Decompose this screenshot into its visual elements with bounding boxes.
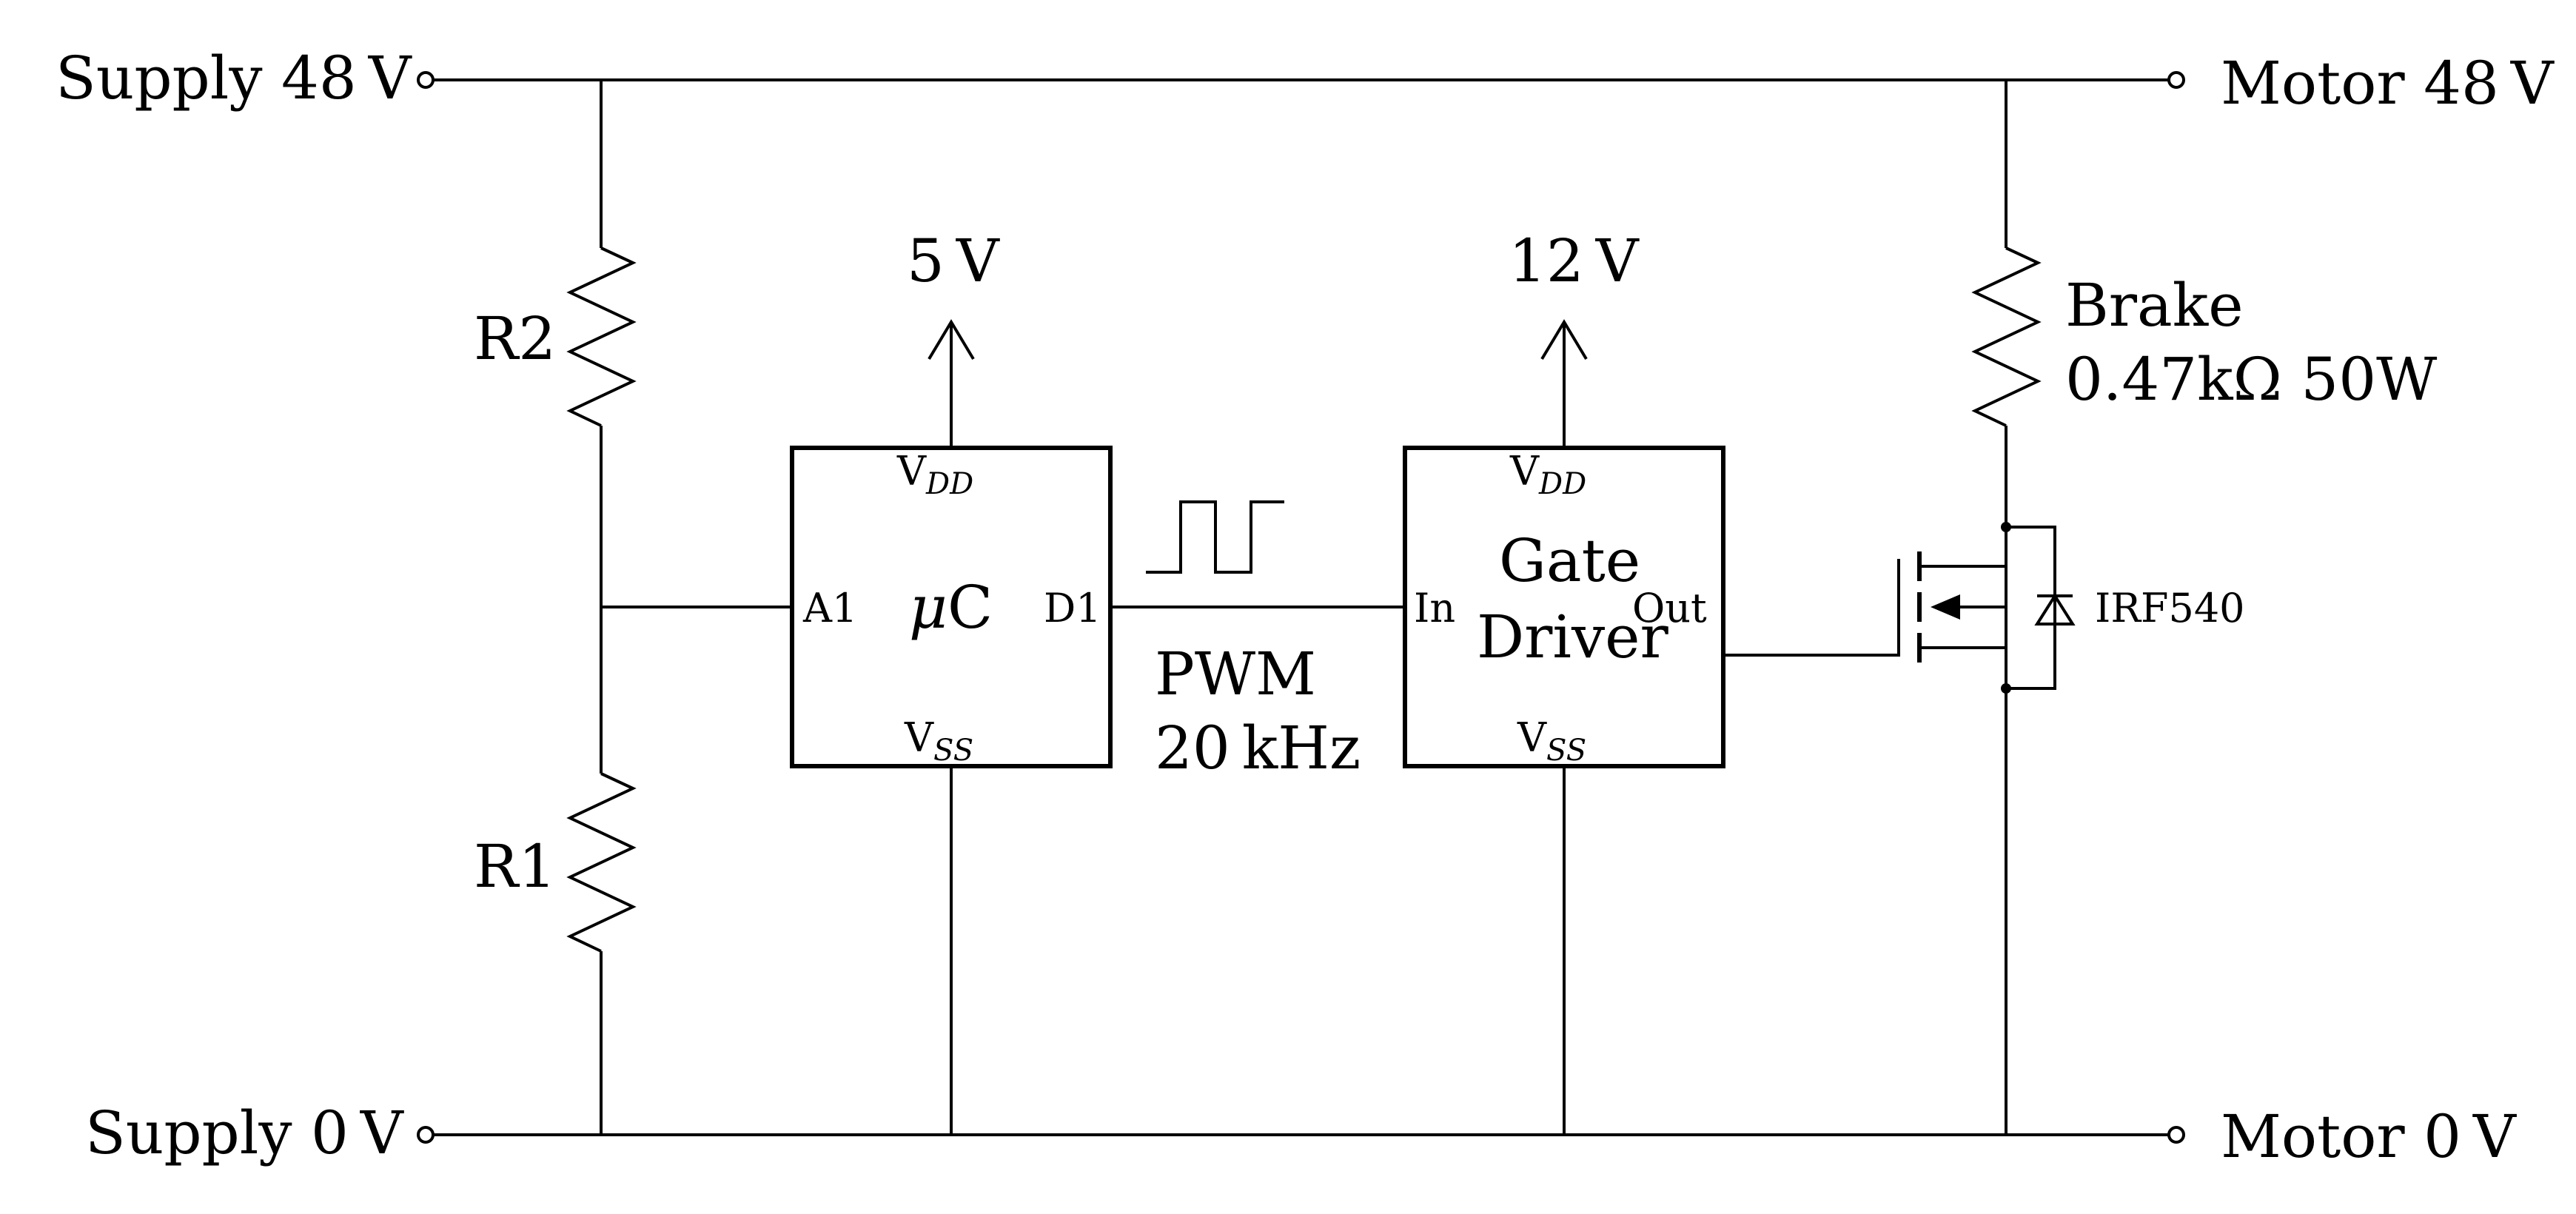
irf540-mosfet[interactable] xyxy=(1897,522,2076,1135)
voltage-divider xyxy=(566,80,792,1135)
5v-arrow-icon xyxy=(928,319,975,360)
mcu-a1-pin: A1 xyxy=(802,585,857,631)
r2-resistor[interactable] xyxy=(566,247,637,427)
5v-label: 5 V xyxy=(907,227,1000,295)
supply-48v-terminal[interactable] xyxy=(417,71,435,89)
driver-name-line1: Gate xyxy=(1499,526,1640,595)
brake-name-label: Brake xyxy=(2065,271,2244,340)
motor-48v-terminal[interactable] xyxy=(2167,71,2185,89)
motor-0v-terminal[interactable] xyxy=(2167,1126,2185,1144)
mcu-vdd-label: VDD xyxy=(896,448,973,501)
r2-label: R2 xyxy=(474,304,556,373)
supply-0v-label: Supply 0 V xyxy=(85,1099,404,1167)
mcu-vss-label: VSS xyxy=(904,714,973,768)
pwm-frequency-label: 20 kHz xyxy=(1155,714,1361,782)
driver-name-line2: Driver xyxy=(1477,603,1669,671)
brake-resistor[interactable] xyxy=(1971,247,2042,427)
mosfet-part-label: IRF540 xyxy=(2095,585,2245,631)
gate-wire xyxy=(1723,559,1900,657)
pwm-label: PWM xyxy=(1155,640,1316,708)
brake-value-label: 0.47kΩ 50W xyxy=(2065,345,2437,414)
driver-vss-label: VSS xyxy=(1517,714,1586,768)
r1-label: R1 xyxy=(474,832,556,901)
driver-vdd-label: VDD xyxy=(1509,448,1586,501)
motor-48v-label: Motor 48 V xyxy=(2221,49,2555,118)
supply-0v-terminal[interactable] xyxy=(417,1126,435,1144)
supply-48v-label: Supply 48 V xyxy=(56,44,412,113)
driver-out-pin: Out xyxy=(1632,585,1707,631)
motor-0v-label: Motor 0 V xyxy=(2221,1102,2517,1171)
body-diode-icon xyxy=(2034,593,2076,626)
top-rail xyxy=(417,71,2185,89)
mcu-d1-pin: D1 xyxy=(1044,585,1101,631)
bottom-rail xyxy=(417,1126,2185,1144)
12v-label: 12 V xyxy=(1509,227,1640,295)
driver-in-pin: In xyxy=(1414,585,1455,631)
r1-resistor[interactable] xyxy=(566,772,637,953)
pwm-waveform-icon xyxy=(1146,500,1284,574)
mcu-name: μC xyxy=(909,573,993,642)
mosfet-body-arrow-icon xyxy=(1931,594,1960,620)
12v-arrow-icon xyxy=(1540,319,1588,360)
